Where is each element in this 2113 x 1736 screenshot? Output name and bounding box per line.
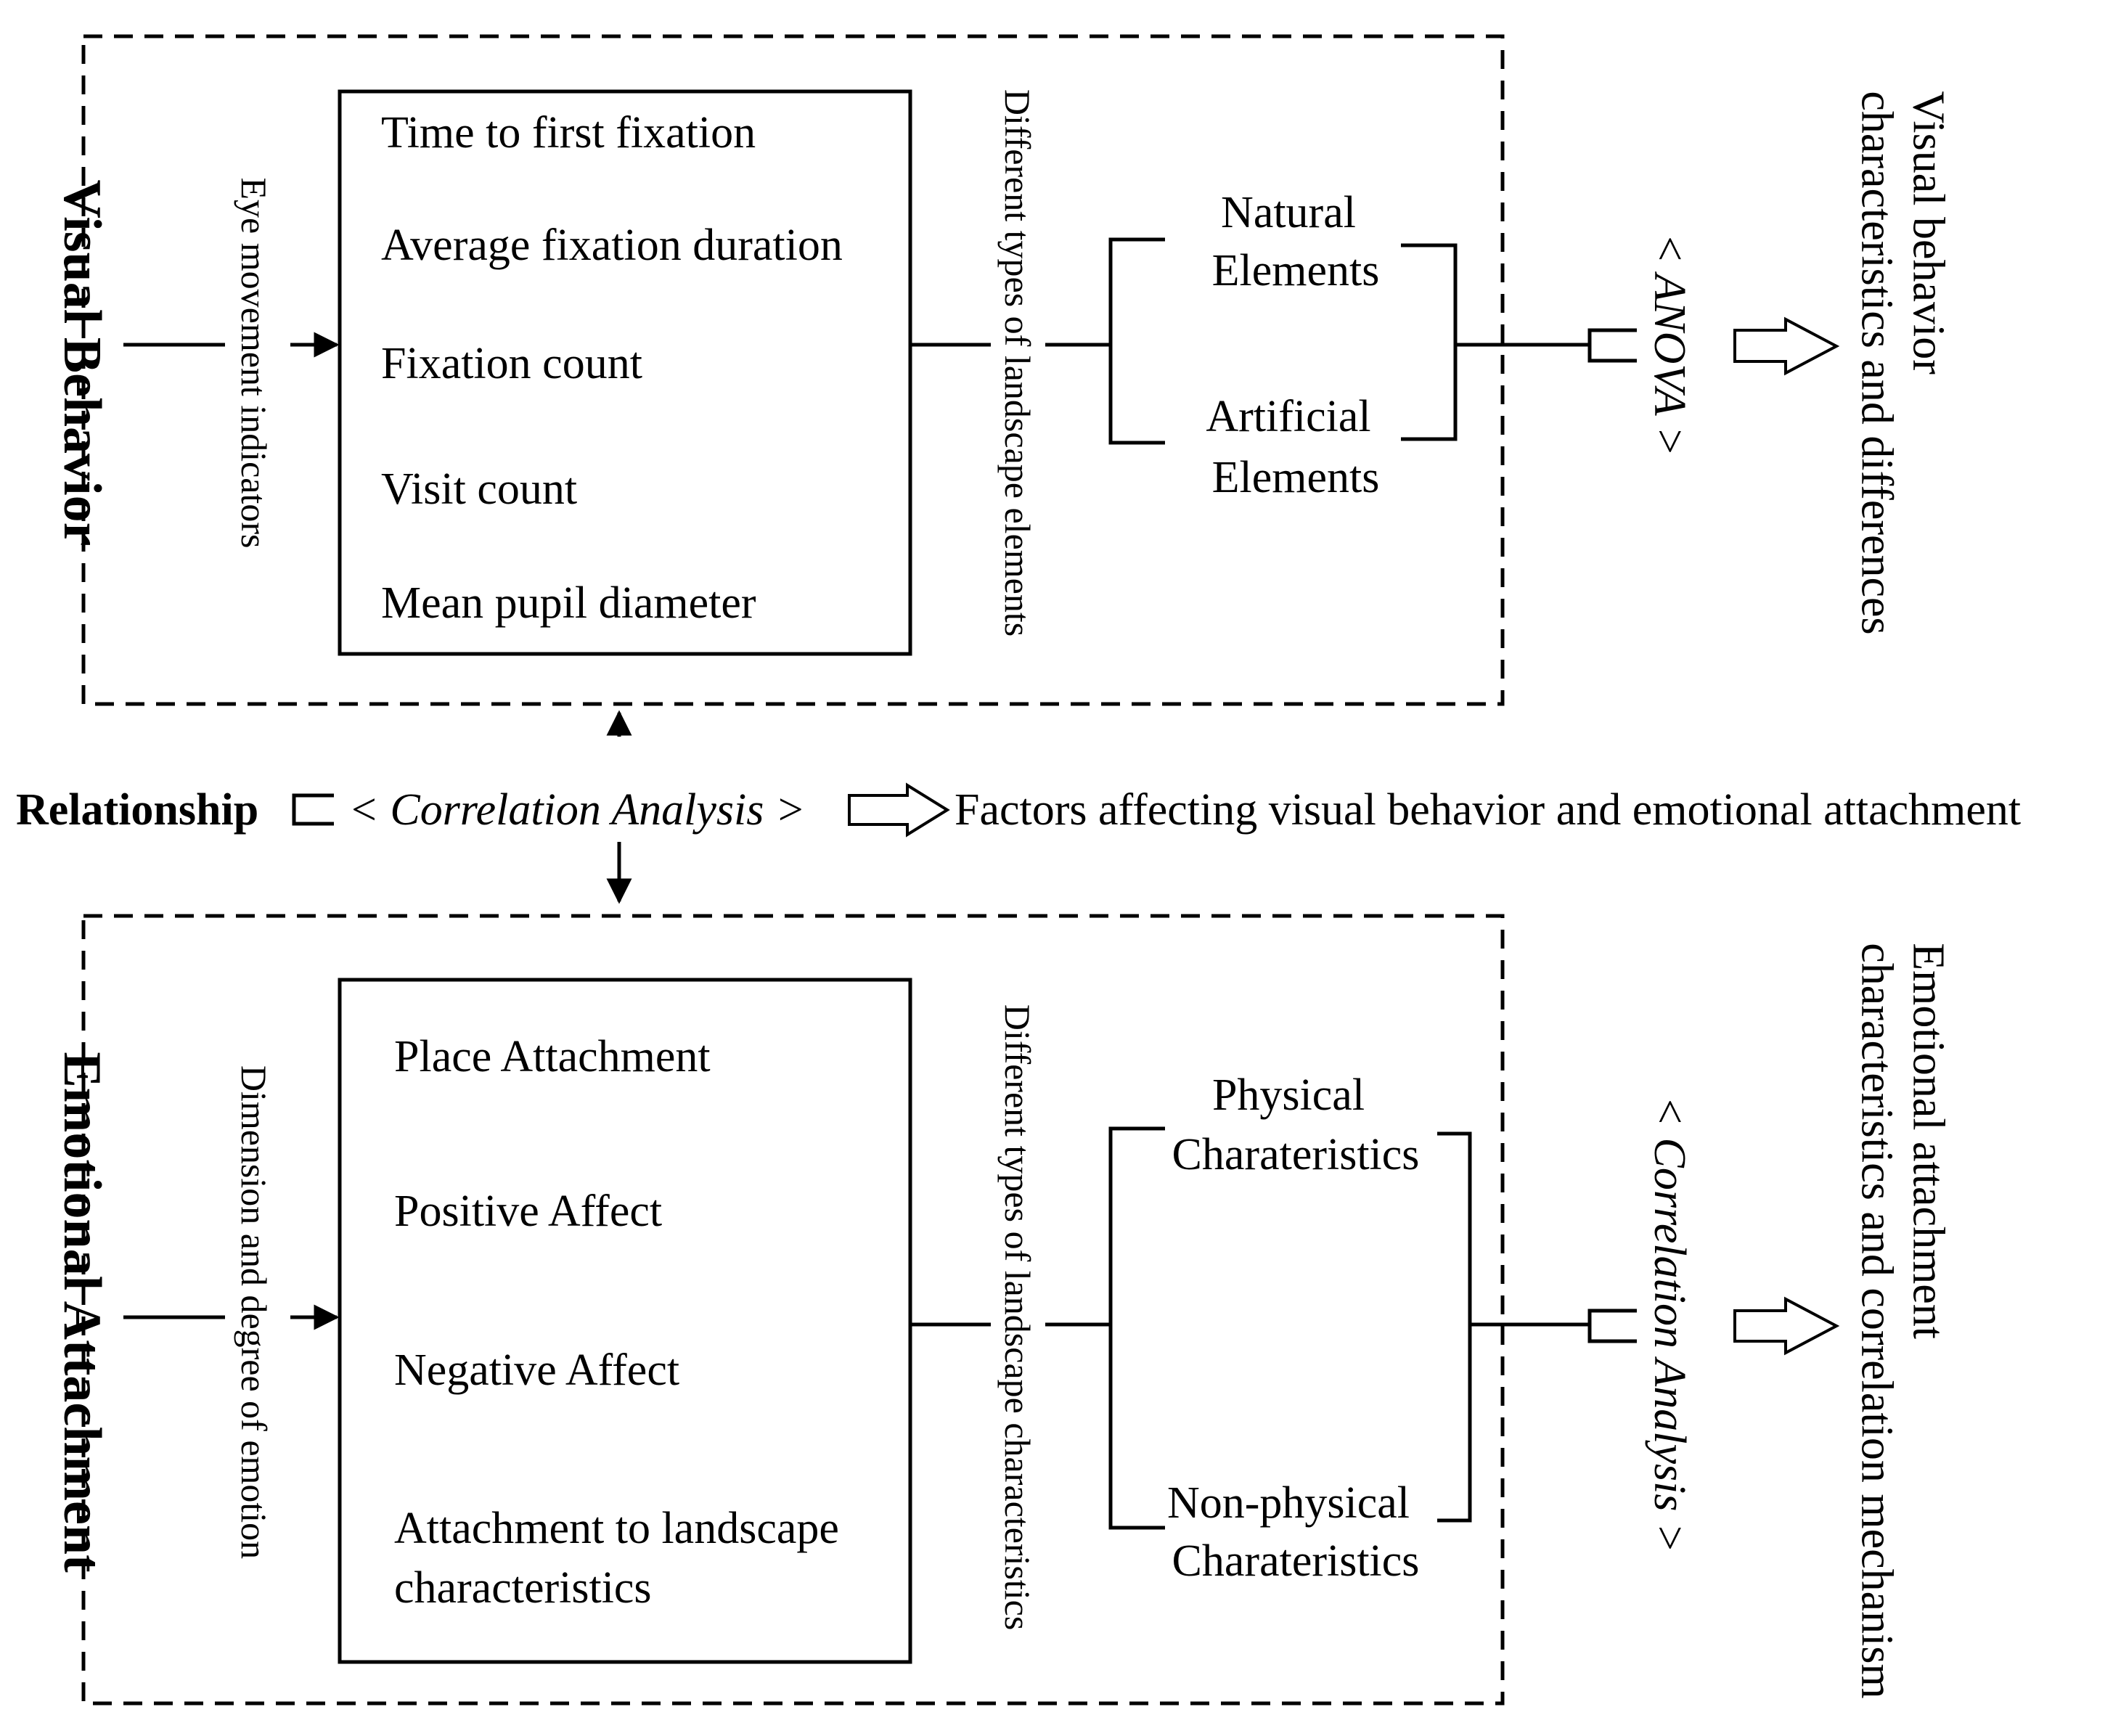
visual-branch-top-line1: Natural [1221,188,1356,237]
visual-section-frame [81,34,1505,706]
visual-analysis-name: ANOVA [1645,274,1694,415]
emotional-analysis-name: Correlation Analysis [1645,1137,1694,1512]
visual-result-arrow [1733,316,1840,376]
emotional-types-label: Different types of landscape characteris… [997,1004,1038,1631]
visual-left-bracket [1108,237,1165,445]
visual-branch-bottom-line1: Artificial [1206,392,1371,441]
emotional-dimension-1: Positive Affect [394,1187,663,1236]
relationship-analysis-lt: < [348,785,379,835]
relationship-result: Factors affecting visual behavior and em… [955,785,2022,835]
emotional-section-frame [81,914,1505,1706]
visual-result: Visual behavior characteristics and diff… [1850,91,1954,634]
emotional-analysis-label: < Correlation Analysis > [1645,1096,1694,1553]
visual-analysis-label: < ANOVA > [1645,233,1694,456]
visual-connector-tab [1587,328,1637,363]
emotional-analysis-lt: < [1645,1096,1694,1127]
visual-branch-top-line2: Elements [1211,246,1380,295]
visual-result-line2: characteristics and differences [1852,91,1901,635]
emotional-result-arrow [1733,1296,1840,1356]
visual-types-label: Different types of landscape elements [997,89,1038,637]
emotional-dimensions-box [338,978,912,1664]
emotional-result-line2: characteristics and correlation mechanis… [1852,943,1901,1699]
visual-indicators-box [338,89,912,656]
relationship-analysis-label: < Correlation Analysis > [348,787,806,832]
emotional-arrow-label: Dimension and degree of emotion [234,1065,274,1560]
visual-indicator-1: Average fixation duration [381,221,843,270]
visual-indicator-0: Time to first fixation [381,108,756,157]
emotional-connector-tab [1587,1309,1637,1343]
emotional-right-bracket [1437,1131,1472,1523]
emotional-left-bracket [1108,1126,1165,1530]
emotional-dimension-2: Negative Affect [394,1346,680,1395]
visual-indicator-2: Fixation count [381,339,642,388]
emotional-result-line1: Emotional attachment [1903,943,1953,1340]
emotional-branch-top-line2: Charateristics [1172,1130,1420,1179]
emotional-dimension-0: Place Attachment [394,1032,711,1081]
visual-analysis-lt: < [1645,233,1694,264]
visual-branch-bottom-line2: Elements [1211,453,1380,502]
emotional-section-title: Emotional Attachment [52,1052,112,1573]
visual-section-title: Visual Behavior [52,179,112,546]
emotional-dimension-3-line2: characteristics [394,1563,652,1613]
visual-result-line1: Visual behavior [1903,91,1953,374]
emotional-branch-top-line1: Physical [1211,1070,1365,1120]
visual-right-bracket [1401,243,1458,441]
relationship-analysis-name: Correlation Analysis [390,785,764,835]
visual-analysis-gt: > [1645,425,1694,456]
relationship-label: Relationship [16,785,259,835]
relationship-connector-tab [292,793,334,826]
emotional-branch-bottom-line1: Non-physical [1166,1478,1410,1528]
relationship-result-arrow [848,782,950,838]
emotional-dimension-3-line1: Attachment to landscape [394,1504,839,1553]
visual-indicator-3: Visit count [381,464,578,514]
visual-arrow-label: Eye movement indicators [234,177,274,549]
visual-indicator-4: Mean pupil diameter [381,578,756,628]
relationship-analysis-gt: > [775,785,806,835]
emotional-result: Emotional attachment characteristics and… [1850,943,1954,1698]
emotional-analysis-gt: > [1645,1522,1694,1553]
emotional-branch-bottom-line2: Charateristics [1172,1536,1420,1586]
